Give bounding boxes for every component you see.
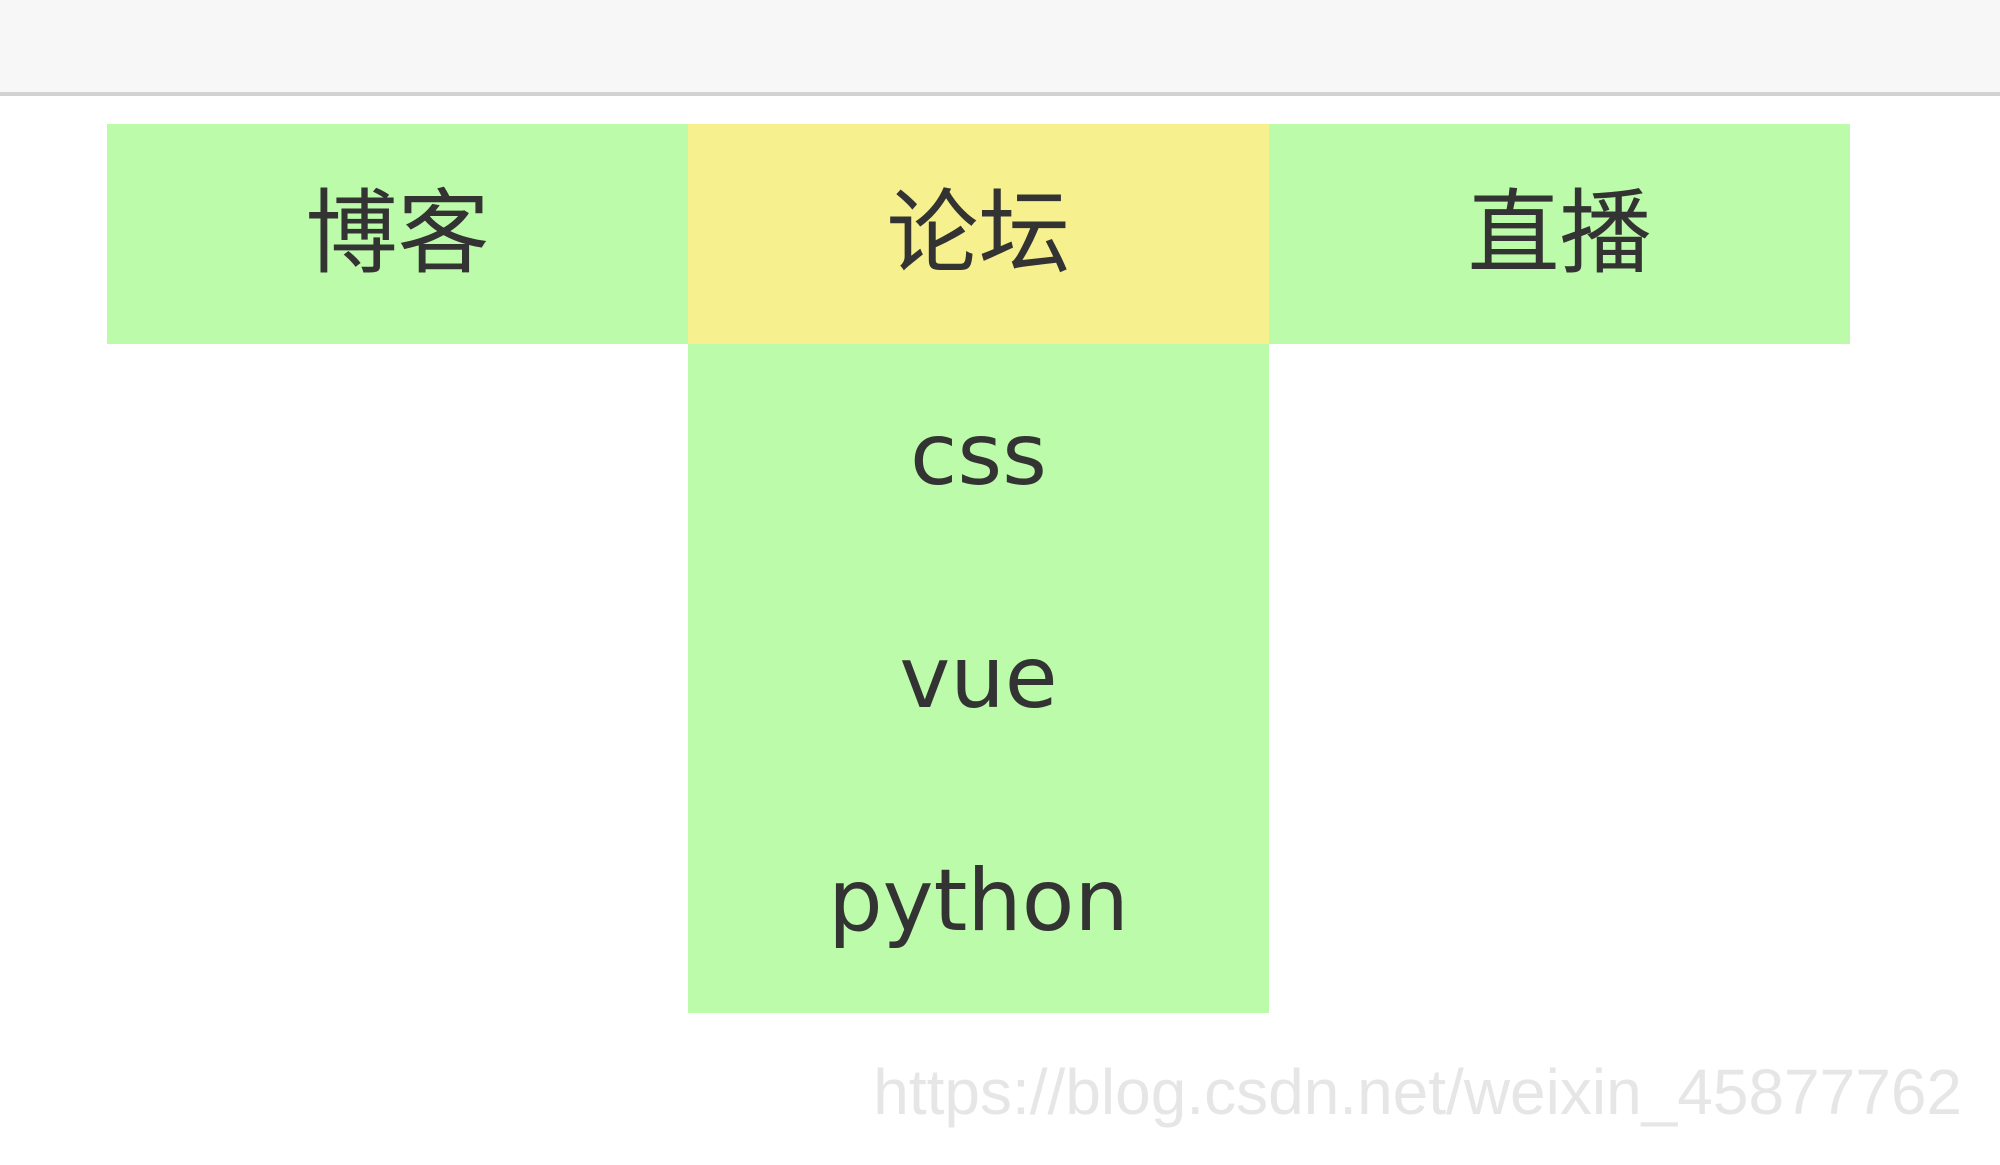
nav-item-forum[interactable]: 论坛 css vue python [688, 124, 1269, 1013]
dropdown-item-python[interactable]: python [828, 851, 1129, 951]
dropdown-item-css[interactable]: css [910, 405, 1047, 505]
nav-menu: 博客 论坛 css vue python 直播 [107, 124, 1850, 1013]
nav-item-live[interactable]: 直播 [1269, 124, 1850, 344]
browser-toolbar [0, 0, 2000, 96]
watermark-text: https://blog.csdn.net/weixin_45877762 [873, 1056, 1962, 1128]
nav-item-label: 博客 [305, 180, 490, 287]
dropdown-item-vue[interactable]: vue [899, 628, 1058, 728]
forum-dropdown: css vue python [688, 344, 1269, 1013]
nav-item-blog[interactable]: 博客 [107, 124, 688, 344]
nav-item-label: 直播 [1467, 180, 1652, 287]
nav-item-label: 论坛 [886, 180, 1071, 287]
